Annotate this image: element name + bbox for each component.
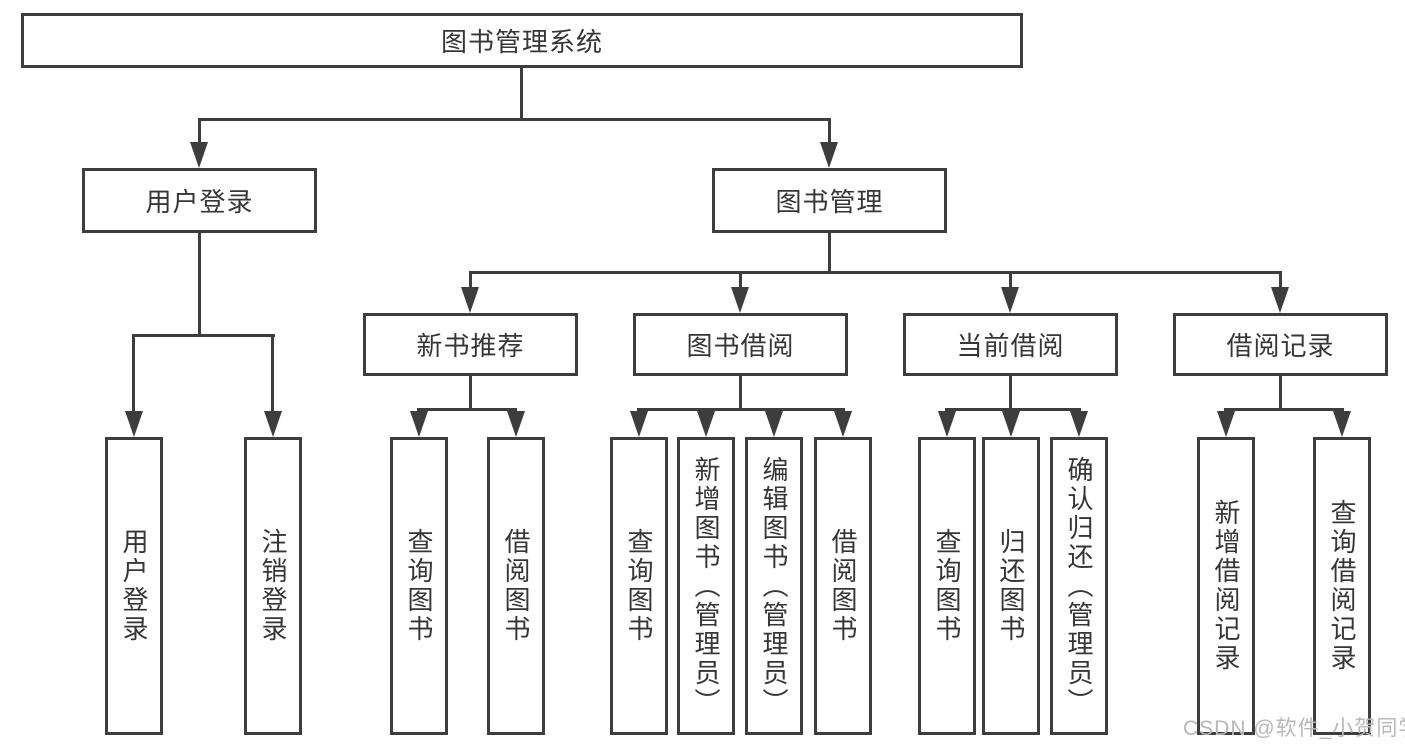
connector-line: [469, 376, 472, 410]
arrow-down-icon: [1001, 287, 1019, 313]
node-label: 注销登录: [258, 528, 288, 644]
leaf-query-books-1: 查询图书: [390, 437, 448, 735]
arrow-down-icon: [938, 411, 956, 437]
connector-line: [828, 233, 831, 273]
connector-line: [1009, 271, 1012, 291]
connector-line: [1224, 408, 1344, 411]
node-label: 借阅图书: [828, 528, 858, 644]
node-label: 确认归还（管理员）: [1064, 455, 1094, 717]
leaf-logout: 注销登录: [244, 437, 302, 735]
node-label: 图书管理: [775, 187, 884, 217]
connector-line: [945, 408, 1081, 411]
connector-line: [132, 334, 275, 337]
node-label: 借阅图书: [501, 528, 531, 644]
node-label: 当前借阅: [956, 331, 1065, 361]
leaf-add-borrow-record: 新增借阅记录: [1197, 437, 1255, 735]
node-user-login: 用户登录: [82, 168, 317, 233]
arrow-down-icon: [1271, 287, 1289, 313]
node-label: 新书推荐: [416, 331, 525, 361]
node-borrow-records: 借阅记录: [1173, 313, 1388, 376]
node-book-borrow: 图书借阅: [633, 313, 848, 376]
arrow-down-icon: [461, 287, 479, 313]
arrow-down-icon: [834, 411, 852, 437]
arrow-down-icon: [190, 142, 208, 168]
connector-line: [198, 118, 831, 121]
connector-line: [198, 118, 201, 146]
leaf-borrow-books-2: 借阅图书: [814, 437, 872, 735]
node-current-borrow: 当前借阅: [903, 313, 1118, 376]
arrow-down-icon: [507, 411, 525, 437]
node-root: 图书管理系统: [21, 13, 1023, 68]
arrow-down-icon: [1333, 411, 1351, 437]
connector-line: [198, 233, 201, 336]
node-label: 新增借阅记录: [1211, 499, 1241, 673]
connector-line: [1279, 271, 1282, 291]
arrow-down-icon: [125, 411, 143, 437]
connector-line: [1279, 376, 1282, 410]
node-new-book-recommend: 新书推荐: [363, 313, 578, 376]
arrow-down-icon: [1070, 411, 1088, 437]
node-label: 查询图书: [404, 528, 434, 644]
leaf-confirm-return-admin: 确认归还（管理员）: [1050, 437, 1108, 735]
arrow-down-icon: [410, 411, 428, 437]
leaf-user-login: 用户登录: [105, 437, 163, 735]
connector-line: [271, 334, 274, 414]
arrow-down-icon: [1217, 411, 1235, 437]
connector-line: [828, 118, 831, 146]
leaf-query-books-3: 查询图书: [918, 437, 976, 735]
leaf-add-book-admin: 新增图书（管理员）: [677, 437, 735, 735]
connector-line: [417, 408, 517, 411]
node-book-management: 图书管理: [712, 168, 947, 233]
arrow-down-icon: [820, 142, 838, 168]
arrow-down-icon: [264, 411, 282, 437]
node-label: 用户登录: [119, 528, 149, 644]
node-label: 编辑图书（管理员）: [759, 455, 789, 717]
node-label: 查询借阅记录: [1327, 499, 1357, 673]
node-label: 图书管理系统: [440, 27, 603, 57]
arrow-down-icon: [1002, 411, 1020, 437]
connector-line: [637, 408, 845, 411]
node-label: 图书借阅: [686, 331, 795, 361]
node-label: 用户登录: [145, 187, 254, 217]
node-label: 查询图书: [624, 528, 654, 644]
arrow-down-icon: [765, 411, 783, 437]
leaf-return-book: 归还图书: [982, 437, 1040, 735]
leaf-query-books-2: 查询图书: [610, 437, 668, 735]
node-label: 查询图书: [932, 528, 962, 644]
connector-line: [132, 334, 135, 414]
connector-line: [520, 68, 523, 120]
node-label: 借阅记录: [1226, 331, 1335, 361]
connector-line: [1009, 376, 1012, 410]
arrow-down-icon: [630, 411, 648, 437]
watermark: CSDN @软件_小贺同学: [1183, 717, 1405, 740]
leaf-borrow-books-1: 借阅图书: [487, 437, 545, 735]
arrow-down-icon: [731, 287, 749, 313]
connector-line: [739, 376, 742, 410]
node-label: 新增图书（管理员）: [691, 455, 721, 717]
node-label: 归还图书: [996, 528, 1026, 644]
leaf-query-borrow-record: 查询借阅记录: [1313, 437, 1371, 735]
connector-line: [469, 271, 1282, 274]
connector-line: [739, 271, 742, 291]
leaf-edit-book-admin: 编辑图书（管理员）: [745, 437, 803, 735]
arrow-down-icon: [697, 411, 715, 437]
connector-line: [469, 271, 472, 291]
